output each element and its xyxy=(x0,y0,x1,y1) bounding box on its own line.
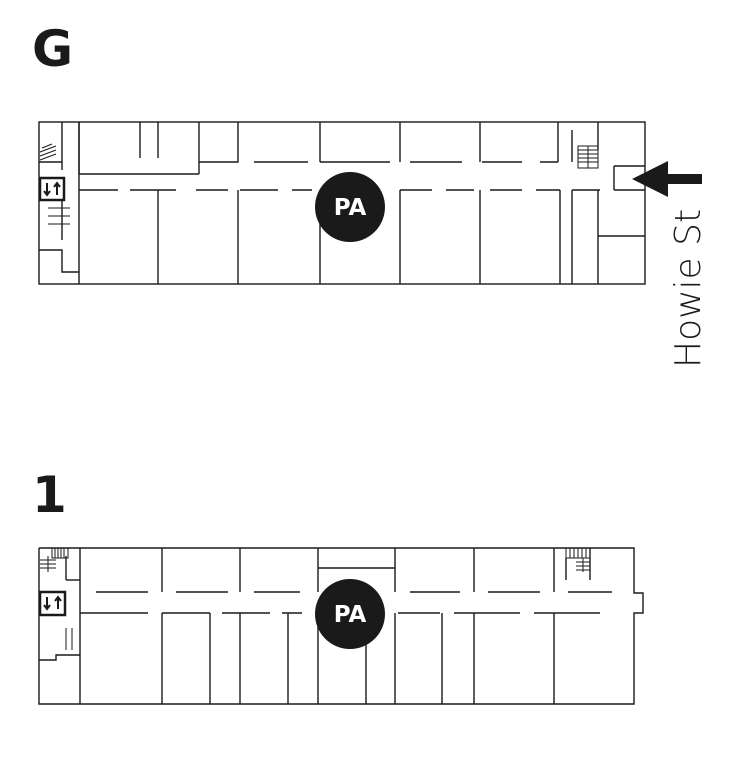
floor-1-plan: PA xyxy=(38,547,644,705)
floor-g-title: G xyxy=(32,20,74,78)
floor-1-outline xyxy=(38,547,644,705)
street-label: Howie St xyxy=(668,209,709,368)
pa-marker-g-label: PA xyxy=(334,195,367,221)
pa-marker-1-label: PA xyxy=(334,602,367,628)
stairs-icon xyxy=(565,547,591,580)
lift-icon xyxy=(38,176,66,202)
pa-marker-1[interactable]: PA xyxy=(315,579,385,649)
stairs-icon xyxy=(39,143,57,161)
floor-g-plan: PA Howie St xyxy=(38,121,709,368)
stairs-icon xyxy=(40,547,69,580)
pa-marker-g[interactable]: PA xyxy=(315,172,385,242)
lift-icon xyxy=(38,590,67,617)
entrance-arrow-icon xyxy=(632,161,702,197)
floor-g-outline xyxy=(38,121,646,285)
stairs-icon xyxy=(571,130,599,169)
floor-1-title: 1 xyxy=(32,466,67,524)
